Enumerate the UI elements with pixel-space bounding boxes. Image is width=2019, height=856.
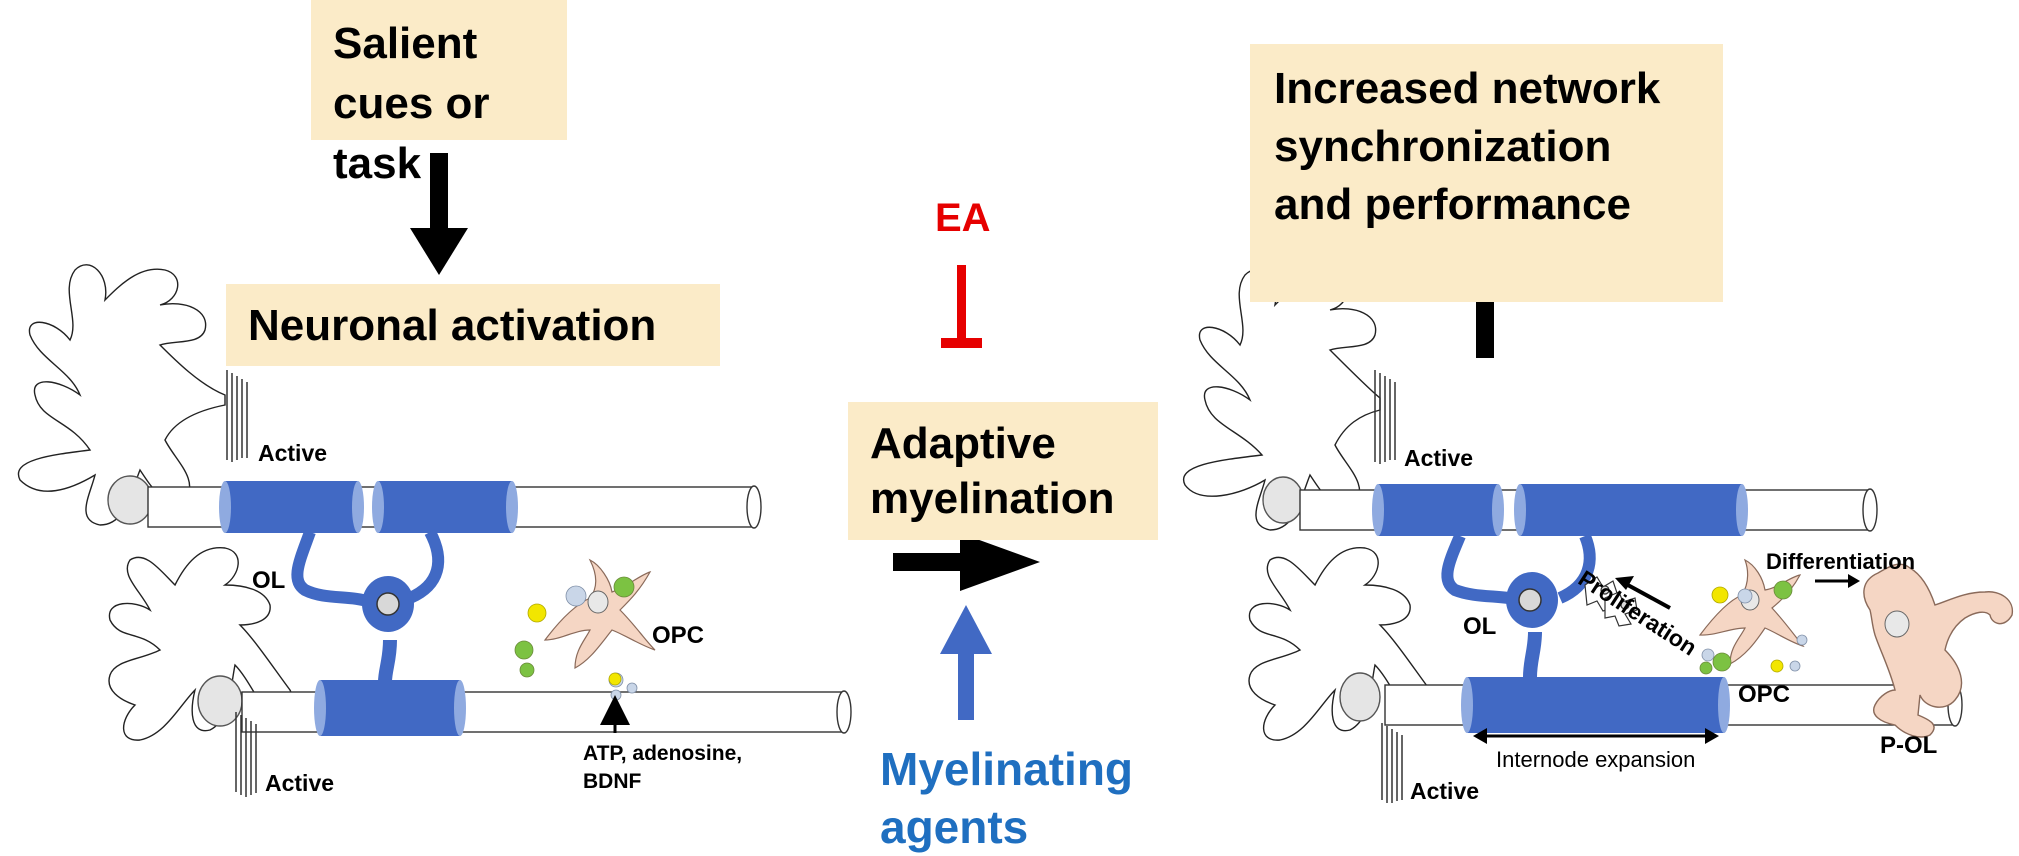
arrow-right-main: [893, 533, 1040, 591]
box-salient-cues: Salient cues or task: [311, 0, 567, 188]
label-factors-line2: BDNF: [583, 770, 642, 793]
inhibition-bar-ea: [941, 265, 982, 348]
oligodendrocyte-right: [1441, 533, 1596, 678]
vesicles-right: [1699, 580, 1808, 675]
vesicles-left: [514, 576, 638, 701]
box-increased-network: Increased network synchronization and pe…: [1250, 44, 1723, 302]
arrow-salient-to-neuronal: [410, 153, 468, 275]
label-ol-right: OL: [1463, 613, 1497, 640]
neuron-soma-right-top: [1182, 269, 1381, 531]
arrow-up-myelinating-agents: [940, 605, 992, 720]
label-factors: ATP, adenosine, BDNF: [583, 740, 742, 796]
salient-cues-text: Salient cues or task: [333, 19, 490, 188]
oligodendrocyte-left: [291, 529, 445, 683]
label-factors-line1: ATP, adenosine,: [583, 742, 743, 765]
myelin-sheath-right: [1372, 484, 1748, 733]
spikes-right-top: [1374, 370, 1396, 464]
label-differentiation: Differentiation: [1766, 549, 1916, 574]
adaptive-myelination-text: Adaptive myelination: [870, 419, 1115, 523]
label-opc-left: OPC: [652, 622, 705, 649]
spikes-left-top: [226, 370, 248, 462]
arrow-proliferation: [1615, 576, 1671, 610]
label-ea: EA: [935, 196, 991, 240]
arrow-internode-expansion: [1473, 728, 1719, 744]
neuron-soma-left-top: [17, 264, 226, 526]
increased-network-text: Increased network synchronization and pe…: [1274, 64, 1661, 229]
neuronal-activation-text: Neuronal activation: [248, 301, 657, 350]
label-ol-left: OL: [252, 567, 286, 594]
arrow-differentiation: [1815, 574, 1860, 588]
label-internode-expansion: Internode expansion: [1496, 747, 1696, 772]
opc-cell-right: [1698, 558, 1805, 666]
spikes-right-bottom: [1381, 723, 1403, 803]
opc-cell-left: [543, 558, 656, 670]
myelin-sheath-left: [219, 481, 518, 736]
label-myelinating-agents: Myelinating agents: [880, 743, 1134, 853]
proliferating-cells: [1584, 576, 1638, 627]
label-active-left-bottom: Active: [265, 770, 335, 796]
box-adaptive-myelination: Adaptive myelination: [848, 402, 1158, 540]
box-neuronal-activation: Neuronal activation: [226, 284, 720, 366]
label-active-right-top: Active: [1404, 445, 1474, 471]
spikes-left-bottom: [235, 712, 257, 797]
neuron-soma-right-bottom: [1248, 547, 1434, 741]
premyelinating-oligodendrocyte: [1863, 563, 2014, 738]
label-active-right-bottom: Active: [1410, 778, 1480, 804]
label-active-left-top: Active: [258, 440, 328, 466]
neuron-soma-left-bottom: [108, 547, 294, 741]
label-pol: P-OL: [1880, 732, 1938, 759]
label-opc-right: OPC: [1738, 681, 1791, 708]
